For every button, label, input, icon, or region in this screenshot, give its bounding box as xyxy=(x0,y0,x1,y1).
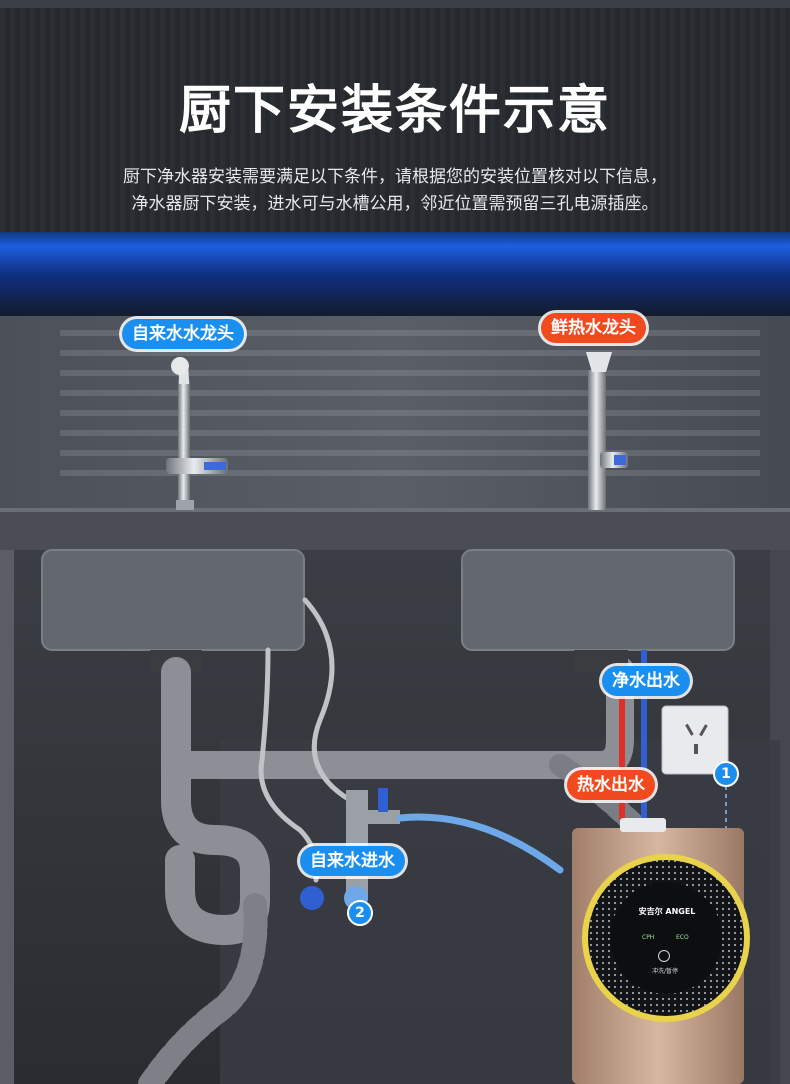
marker-socket: 1 xyxy=(713,761,739,787)
device-badge-right: ECO xyxy=(676,934,689,941)
callout-purified-outlet: 净水出水 xyxy=(602,666,690,696)
subtitle-line-1: 厨下净水器安装需要满足以下条件，请根据您的安装位置核对以下信息， xyxy=(123,167,667,187)
callout-tap-water-inlet: 自来水进水 xyxy=(300,846,405,876)
ambient-glow xyxy=(0,222,790,318)
device-brand: 安吉尔 ANGEL xyxy=(638,907,696,916)
power-socket xyxy=(661,705,729,775)
purifier-device xyxy=(572,818,750,1084)
page-title: 厨下安装条件示意 xyxy=(178,81,611,141)
device-badge-left: CPH xyxy=(642,934,655,941)
device-button-caption: 冲洗/暂停 xyxy=(651,968,679,975)
header-top-strip xyxy=(0,0,790,8)
inlet-hose xyxy=(396,813,564,874)
callout-hot-water-faucet: 鲜热水龙头 xyxy=(541,313,646,343)
hot-water-faucet-graphic xyxy=(586,352,628,510)
sink-basin-right xyxy=(461,549,735,651)
marker-valve: 2 xyxy=(347,900,373,926)
countertop xyxy=(0,508,790,550)
callout-hot-outlet: 热水出水 xyxy=(567,770,655,800)
device-power-icon xyxy=(658,950,670,962)
callout-tap-water-faucet: 自来水水龙头 xyxy=(122,319,244,349)
subtitle-line-2: 净水器厨下安装，进水可与水槽公用，邻近位置需预留三孔电源插座。 xyxy=(131,194,659,214)
back-wall xyxy=(0,316,790,516)
tap-water-faucet-graphic xyxy=(166,357,228,510)
sink-basin-left xyxy=(41,549,305,651)
header-panel: 厨下安装条件示意 厨下净水器安装需要满足以下条件，请根据您的安装位置核对以下信息… xyxy=(0,0,790,232)
